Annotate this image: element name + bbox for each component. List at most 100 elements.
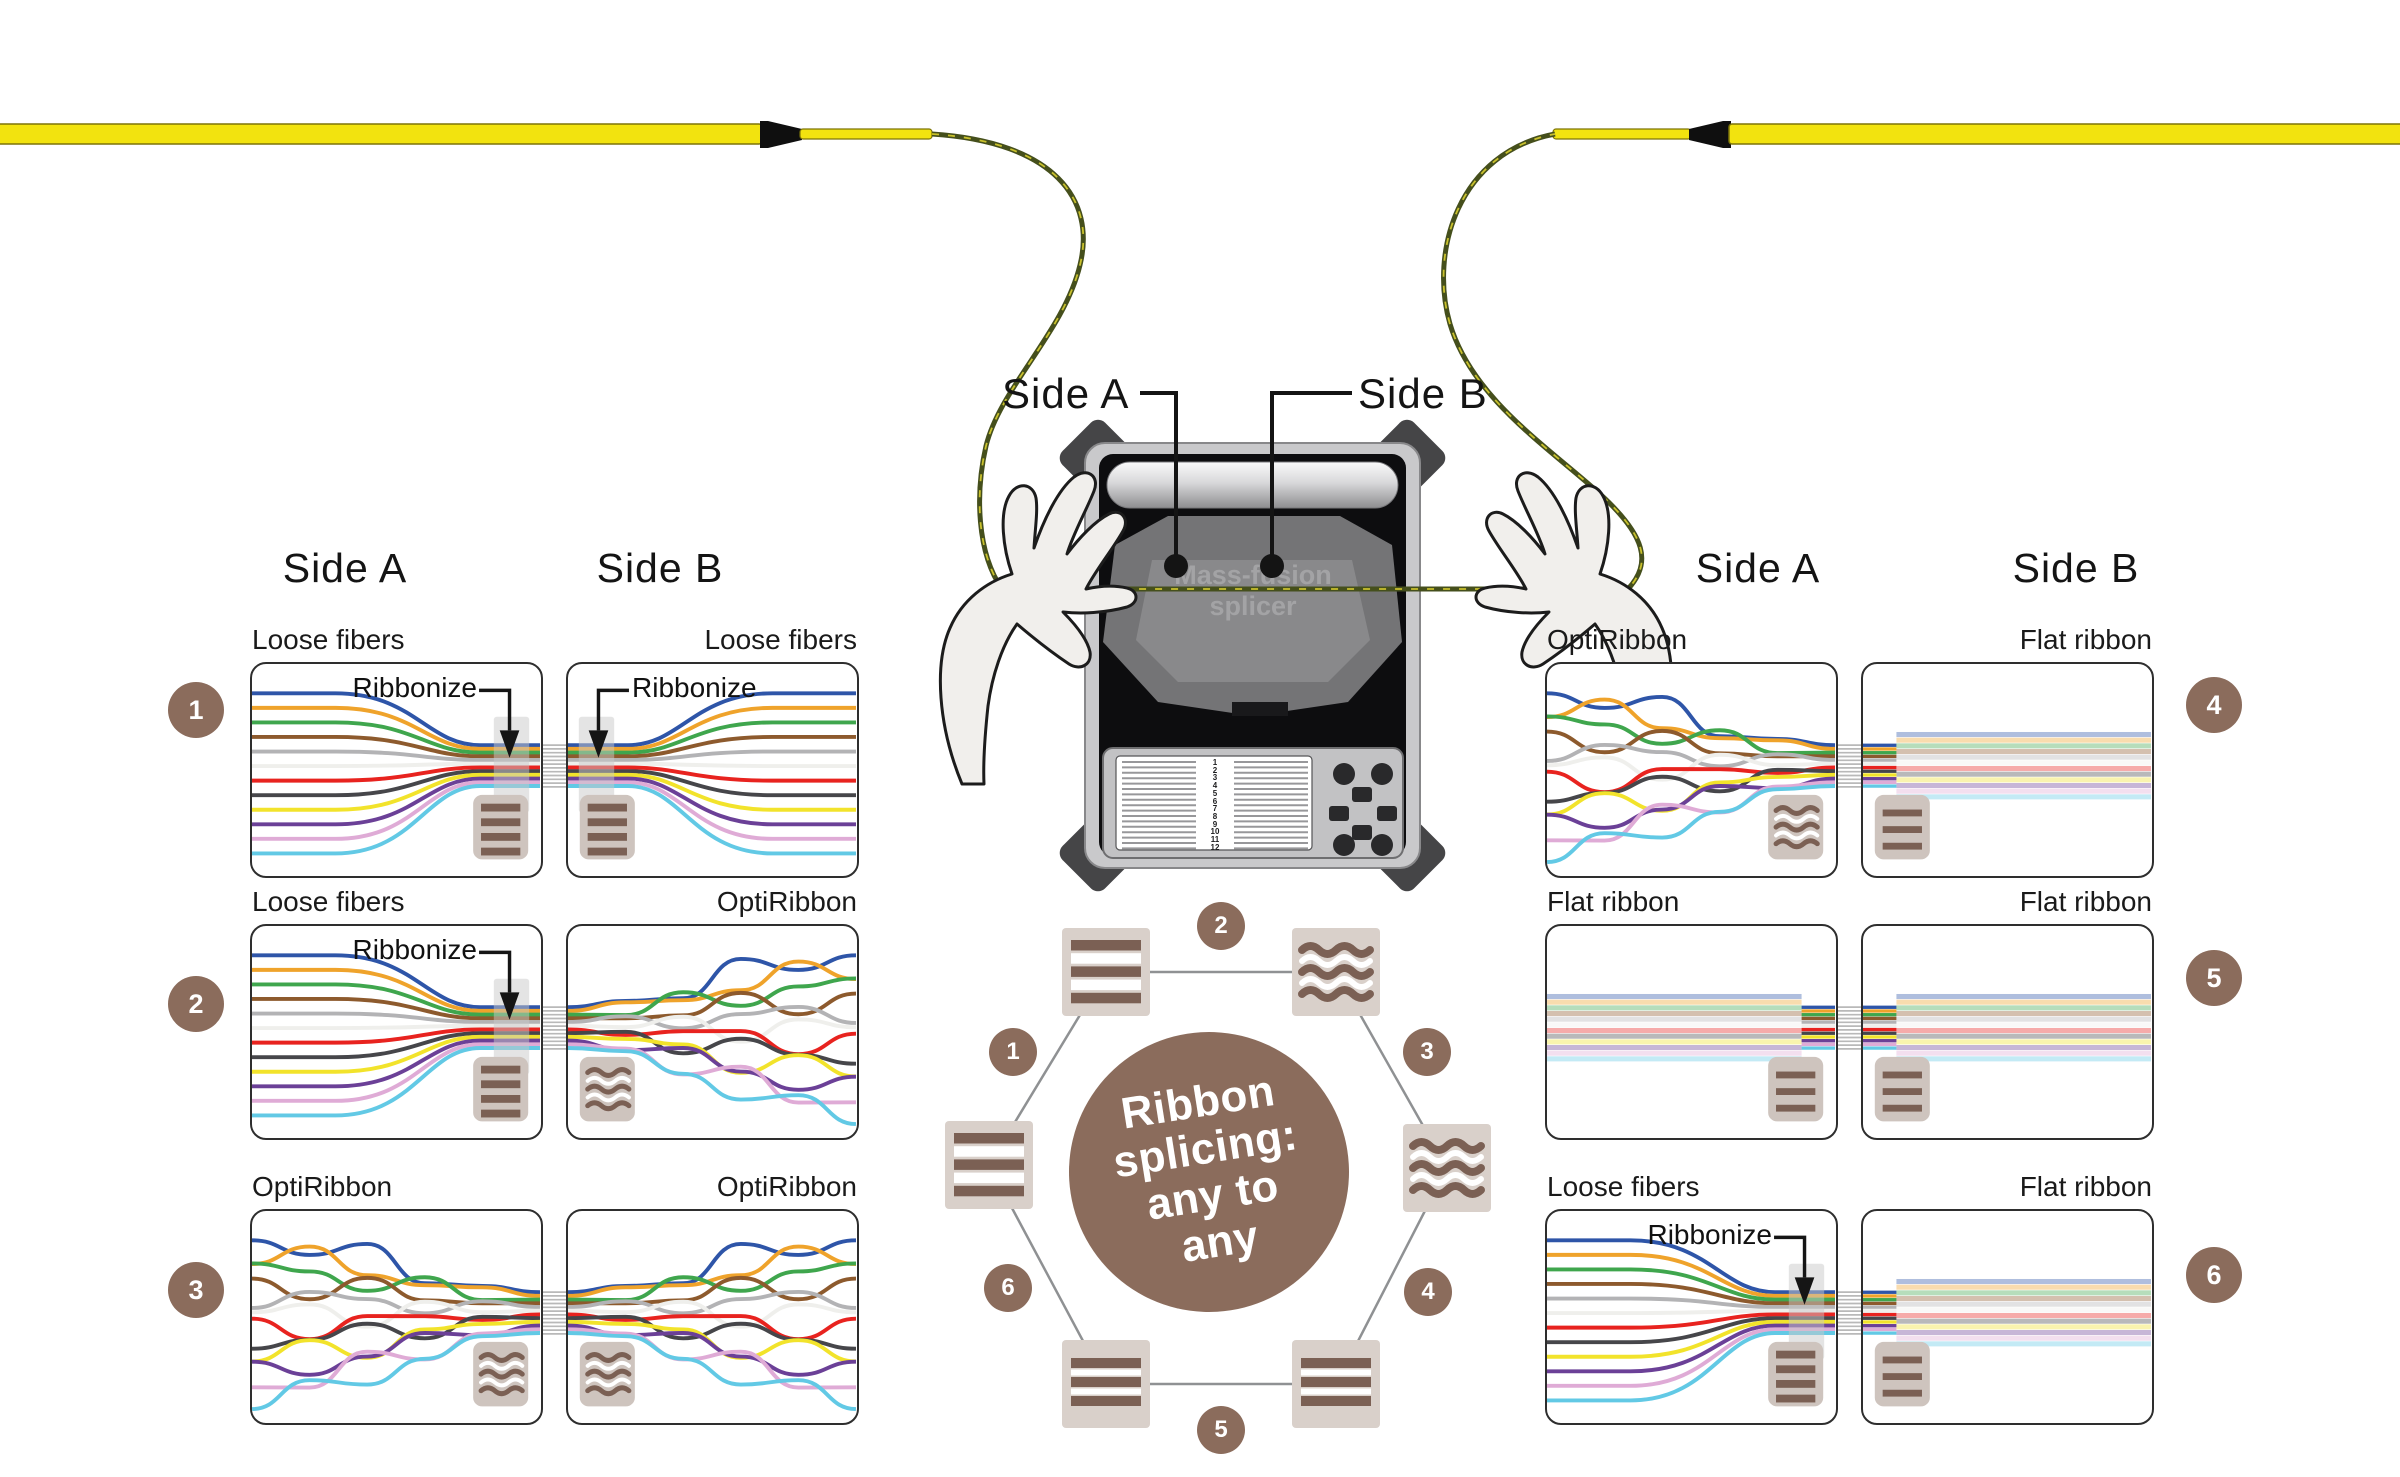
splicer-corner-bumpers bbox=[1059, 419, 1446, 892]
right-group-side-a-header: Side A bbox=[1695, 545, 1821, 591]
ribbonize-zone bbox=[493, 716, 530, 813]
loose-fibers-icon bbox=[945, 1121, 1033, 1209]
panel-type-label: Flat ribbon bbox=[2019, 624, 2152, 655]
splicer-handle-bar bbox=[1106, 461, 1399, 509]
panel-5-side-b: Flat ribbon bbox=[1861, 886, 2154, 1140]
hex-badge-5: 5 bbox=[1197, 1406, 1245, 1454]
flat-ribbon-icon bbox=[1768, 1056, 1824, 1122]
cable-connector-icon bbox=[1689, 121, 1731, 148]
step-badge-1: 1 bbox=[168, 682, 224, 738]
splicer-name-label: Mass-fusion splicer bbox=[1174, 560, 1332, 622]
ribbonize-arrow bbox=[479, 688, 512, 731]
gloved-hand-left bbox=[938, 471, 1138, 786]
ribbonize-label: Ribbonize bbox=[352, 934, 477, 965]
fiber-art bbox=[1863, 993, 2151, 1122]
fiber-art bbox=[1547, 691, 1835, 865]
left-group-side-b-header: Side B bbox=[596, 545, 724, 591]
yellow-cable-right bbox=[1552, 121, 2400, 148]
yellow-cable-left bbox=[0, 121, 933, 148]
step-badge-2: 2 bbox=[168, 976, 224, 1032]
flat-ribbon-icon bbox=[1874, 1341, 1930, 1407]
panel-type-label: OptiRibbon bbox=[252, 1171, 393, 1202]
step-badge-4: 4 bbox=[2186, 677, 2242, 733]
panel-4-side-b: Flat ribbon bbox=[1861, 624, 2154, 878]
ribbonize-arrow bbox=[596, 688, 629, 731]
fiber-art bbox=[1547, 1235, 1835, 1407]
optiribbon-icon bbox=[473, 1341, 529, 1407]
fiber-art bbox=[1863, 731, 2151, 860]
cable-connector-icon bbox=[760, 121, 802, 148]
hex-badge-6: 6 bbox=[984, 1264, 1032, 1312]
flat-ribbon-icon bbox=[1874, 1056, 1930, 1122]
panel-type-label: Flat ribbon bbox=[2019, 1171, 2152, 1202]
panel-6-side-b: Flat ribbon bbox=[1861, 1171, 2154, 1425]
panel-4-side-a: OptiRibbon bbox=[1545, 624, 1838, 878]
panel-2-side-a: Loose fibers Ribbonize bbox=[250, 886, 543, 1140]
splicer-inner bbox=[1099, 454, 1406, 856]
splicer-buttons bbox=[1329, 763, 1397, 856]
panel-type-label: Loose fibers bbox=[252, 624, 405, 655]
flat-ribbon-icon bbox=[1874, 794, 1930, 860]
ribbonize-label: Ribbonize bbox=[352, 672, 477, 703]
panel-type-label: Flat ribbon bbox=[2019, 886, 2152, 917]
optiribbon-icon bbox=[1292, 928, 1380, 1016]
panel-5-side-a: Flat ribbon bbox=[1545, 886, 1838, 1140]
panel-3-side-b: OptiRibbon bbox=[566, 1171, 859, 1425]
splicer-side-b-label: Side B bbox=[1358, 370, 1488, 417]
step-badge-3: 3 bbox=[168, 1262, 224, 1318]
panel-type-label: Loose fibers bbox=[704, 624, 857, 655]
flat-ribbon-icon bbox=[1292, 1340, 1380, 1428]
fiber-art bbox=[1863, 1278, 2151, 1407]
center-title-line: any bbox=[1178, 1211, 1263, 1272]
fiber-art bbox=[252, 688, 540, 860]
fiber-art bbox=[568, 688, 856, 860]
loose-fibers-icon bbox=[579, 794, 635, 860]
panel-type-label: OptiRibbon bbox=[1547, 624, 1688, 655]
ribbonize-zone bbox=[578, 716, 615, 813]
panel-type-label: Loose fibers bbox=[1547, 1171, 1700, 1202]
panel-type-label: Loose fibers bbox=[252, 886, 405, 917]
hex-badge-1: 1 bbox=[989, 1028, 1037, 1076]
splicer-latch bbox=[1232, 702, 1288, 716]
hex-badge-3: 3 bbox=[1403, 1028, 1451, 1076]
fiber-art bbox=[568, 1238, 856, 1412]
optiribbon-icon bbox=[579, 1341, 635, 1407]
step-badge-6: 6 bbox=[2186, 1247, 2242, 1303]
fiber-art bbox=[1547, 993, 1835, 1122]
step-badge-5: 5 bbox=[2186, 950, 2242, 1006]
bare-fiber-cable bbox=[931, 131, 1645, 592]
optiribbon-icon bbox=[1768, 794, 1824, 860]
center-title-circle: Ribbon splicing: any to any bbox=[1048, 1011, 1370, 1333]
fusion-splicer bbox=[1059, 419, 1446, 892]
loose-fibers-icon bbox=[1062, 928, 1150, 1016]
loose-fibers-icon bbox=[473, 1056, 529, 1122]
fiber-art bbox=[252, 950, 540, 1122]
hex-badge-2: 2 bbox=[1197, 902, 1245, 950]
right-group-side-b-header: Side B bbox=[2012, 545, 2140, 591]
ribbonize-label: Ribbonize bbox=[1647, 1219, 1772, 1250]
panel-1-side-b: Loose fibers Ribbonize bbox=[566, 624, 859, 878]
left-group-side-a-header: Side A bbox=[282, 545, 408, 591]
panel-3-side-a: OptiRibbon bbox=[250, 1171, 543, 1425]
ribbonize-zone bbox=[493, 978, 530, 1075]
panel-6-side-a: Loose fibers Ribbonize bbox=[1545, 1171, 1838, 1425]
fiber-art bbox=[252, 1238, 540, 1412]
panel-type-label: OptiRibbon bbox=[716, 1171, 857, 1202]
ribbonize-zone bbox=[1788, 1263, 1825, 1360]
splicer-control-panel bbox=[1102, 747, 1404, 859]
ribbonize-arrow bbox=[479, 950, 512, 993]
flat-ribbon-icon bbox=[1062, 1340, 1150, 1428]
panel-type-label: OptiRibbon bbox=[716, 886, 857, 917]
panel-1-side-a: Loose fibers Ribbonize bbox=[250, 624, 543, 878]
fiber-art bbox=[568, 953, 856, 1127]
panel-2-side-b: OptiRibbon bbox=[566, 886, 859, 1140]
optiribbon-icon bbox=[579, 1056, 635, 1122]
side-callout-lines bbox=[1140, 391, 1352, 578]
ribbonize-arrow bbox=[1774, 1235, 1807, 1278]
loose-fibers-icon bbox=[1768, 1341, 1824, 1407]
ribbonize-label: Ribbonize bbox=[632, 672, 757, 703]
hex-badge-4: 4 bbox=[1404, 1268, 1452, 1316]
panel-type-label: Flat ribbon bbox=[1547, 886, 1680, 917]
